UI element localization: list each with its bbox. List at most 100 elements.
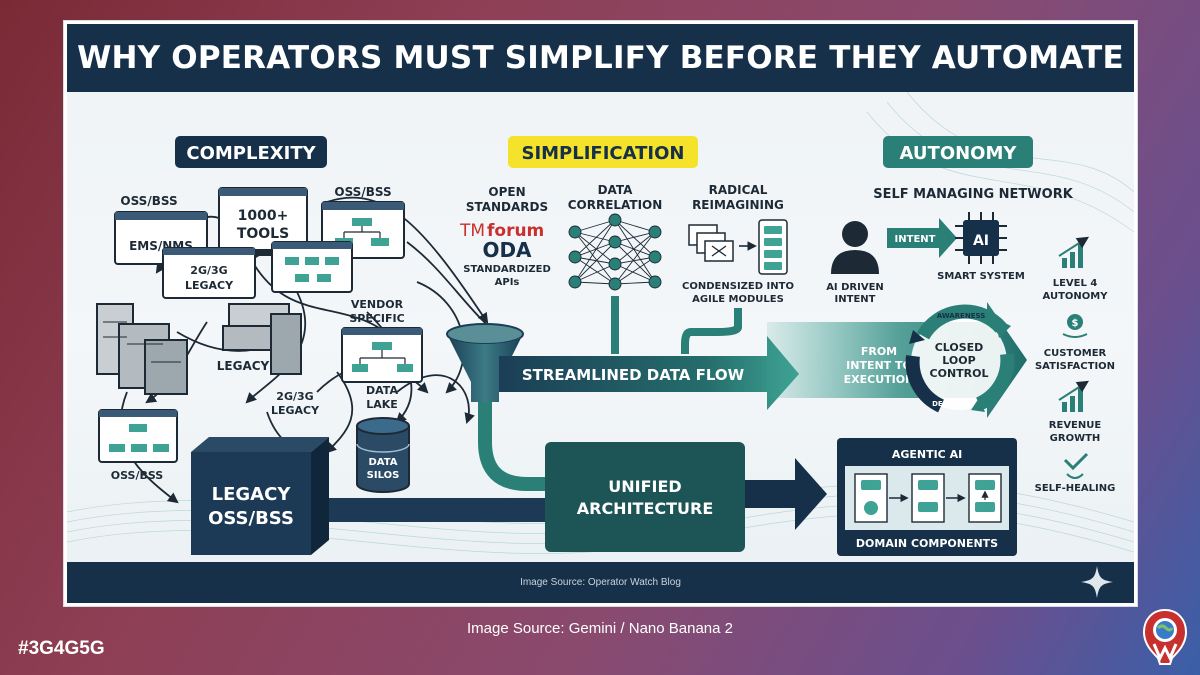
- cycle-icon: AWARENESS DECISION CLOSED LOOP CONTROL: [905, 304, 1015, 413]
- infographic-card: WHY OPERATORS MUST SIMPLIFY BEFORE THEY …: [64, 21, 1137, 606]
- svg-text:CLOSED: CLOSED: [935, 341, 984, 354]
- footer-source: Image Source: Operator Watch Blog: [520, 577, 681, 588]
- svg-text:AGENTIC AI: AGENTIC AI: [892, 448, 962, 461]
- svg-text:LEGACY: LEGACY: [212, 484, 292, 505]
- svg-text:OSS/BSS: OSS/BSS: [208, 508, 294, 529]
- svg-text:COMPLEXITY: COMPLEXITY: [186, 143, 316, 164]
- label-from-1: FROM: [861, 345, 897, 358]
- label-data-corr-1: DATA: [598, 183, 634, 197]
- label-level-1: LEVEL 4: [1053, 278, 1098, 289]
- label-customer-2: SATISFACTION: [1035, 361, 1115, 372]
- heading-simplification: SIMPLIFICATION: [508, 136, 698, 168]
- svg-text:forum: forum: [487, 221, 544, 241]
- feed-pipes: [611, 296, 742, 354]
- modules-icon: [688, 219, 788, 275]
- sparkle-icon: [1081, 566, 1113, 598]
- label-oss-bss-top-right: OSS/BSS: [334, 185, 391, 199]
- monitor-icon: 1000+ TOOLS: [218, 187, 308, 256]
- label-level-2: AUTONOMY: [1043, 291, 1109, 302]
- label-revenue-1: REVENUE: [1049, 420, 1102, 431]
- label-from-3: EXECUTION: [844, 373, 915, 386]
- streamlined-flow-arrow: STREAMLINED DATA FLOW: [499, 336, 799, 410]
- svg-text:STREAMLINED DATA FLOW: STREAMLINED DATA FLOW: [522, 366, 745, 384]
- monitor-icon: 2G/3G LEGACY: [162, 247, 256, 299]
- agentic-ai-panel: AGENTIC AI DOMAIN COMPONENTS: [837, 438, 1017, 556]
- svg-text:TOOLS: TOOLS: [237, 226, 289, 242]
- neural-network-icon: [568, 213, 662, 291]
- svg-text:SILOS: SILOS: [367, 470, 400, 481]
- label-2g3g-legacy-mid-1: 2G/3G: [276, 390, 313, 403]
- heading-autonomy: AUTONOMY: [883, 136, 1033, 168]
- label-self-healing: SELF-HEALING: [1035, 483, 1116, 494]
- monitor-icon: [271, 241, 353, 293]
- svg-text:DECISION: DECISION: [932, 400, 970, 408]
- svg-text:AI: AI: [973, 233, 989, 249]
- label-data-corr-2: CORRELATION: [568, 198, 663, 212]
- svg-text:TM: TM: [459, 221, 485, 241]
- svg-text:UNIFIED: UNIFIED: [608, 477, 681, 496]
- label-open-1: OPEN: [488, 185, 525, 199]
- label-radical-2: REIMAGINING: [692, 198, 784, 212]
- ai-chip-icon: AI: [955, 212, 1007, 264]
- label-customer-1: CUSTOMER: [1044, 348, 1107, 359]
- database-icon: DATA SILOS: [356, 417, 410, 493]
- label-data-lake-1: DATA: [366, 384, 398, 397]
- label-2g3g-legacy-mid-2: LEGACY: [271, 404, 320, 417]
- svg-text:AUTONOMY: AUTONOMY: [900, 143, 1018, 164]
- label-vendor-1: VENDOR: [351, 298, 404, 311]
- svg-text:SIMPLIFICATION: SIMPLIFICATION: [521, 143, 684, 164]
- unified-to-agentic-arrow: [745, 458, 827, 530]
- person-icon: [831, 221, 879, 274]
- healing-icon: [1063, 452, 1089, 479]
- label-smart-system: SMART SYSTEM: [937, 271, 1025, 282]
- svg-text:$: $: [1072, 318, 1079, 329]
- svg-text:DATA: DATA: [368, 457, 397, 468]
- diagram: COMPLEXITY SIMPLIFICATION AUTONOMY: [67, 92, 1134, 556]
- label-oss-bss-top-left: OSS/BSS: [120, 194, 177, 208]
- heading-complexity: COMPLEXITY: [175, 136, 327, 168]
- label-from-2: INTENT TO: [846, 359, 912, 372]
- label-oss-bss-bottom: OSS/BSS: [111, 469, 164, 482]
- title-bar: WHY OPERATORS MUST SIMPLIFY BEFORE THEY …: [67, 24, 1134, 92]
- svg-text:ARCHITECTURE: ARCHITECTURE: [577, 499, 714, 518]
- label-legacy: LEGACY: [217, 359, 270, 373]
- label-std-2: APIs: [495, 277, 520, 288]
- svg-text:ODA: ODA: [482, 238, 532, 262]
- server-icon: [96, 303, 188, 395]
- svg-text:INTENT: INTENT: [895, 234, 936, 245]
- growth-chart-icon: [1058, 380, 1090, 412]
- label-vendor-2: SPECIFIC: [349, 312, 404, 325]
- label-self-managing: SELF MANAGING NETWORK: [873, 187, 1073, 202]
- label-ai-driven-1: AI DRIVEN: [826, 282, 884, 293]
- monitor-icon: [98, 409, 178, 463]
- image-caption: Image Source: Gemini / Nano Banana 2: [467, 620, 733, 637]
- page-title: WHY OPERATORS MUST SIMPLIFY BEFORE THEY …: [77, 40, 1124, 76]
- svg-text:DOMAIN COMPONENTS: DOMAIN COMPONENTS: [856, 537, 998, 550]
- server-icon: [222, 303, 302, 375]
- money-icon: $: [1062, 314, 1088, 338]
- funnel-icon: [446, 323, 524, 402]
- hashtag: #3G4G5G: [18, 638, 105, 659]
- svg-text:2G/3G: 2G/3G: [190, 264, 227, 277]
- svg-text:AWARENESS: AWARENESS: [937, 312, 986, 320]
- legacy-to-unified-arrow: [329, 498, 545, 522]
- funnel-drain: [478, 402, 547, 491]
- label-std-1: STANDARDIZED: [463, 264, 551, 275]
- label-data-lake-2: LAKE: [366, 398, 398, 411]
- label-revenue-2: GROWTH: [1050, 433, 1101, 444]
- logo-icon: [1142, 608, 1188, 665]
- label-open-2: STANDARDS: [466, 200, 548, 214]
- svg-text:1000+: 1000+: [238, 208, 289, 224]
- label-radical-1: RADICAL: [709, 183, 768, 197]
- infographic-canvas: WHY OPERATORS MUST SIMPLIFY BEFORE THEY …: [67, 24, 1134, 603]
- label-ai-driven-2: INTENT: [835, 294, 876, 305]
- footer-bar: Image Source: Operator Watch Blog: [67, 562, 1134, 603]
- legacy-oss-bss-box: LEGACY OSS/BSS: [191, 437, 329, 555]
- label-condensed-1: CONDENSIZED INTO: [682, 281, 794, 292]
- tmforum-logo: TM forum ODA: [459, 221, 544, 262]
- unified-architecture-box: UNIFIED ARCHITECTURE: [545, 442, 745, 552]
- growth-chart-icon: [1058, 236, 1090, 268]
- monitor-icon: [341, 327, 423, 383]
- intent-arrow: INTENT: [887, 218, 957, 258]
- svg-text:LEGACY: LEGACY: [185, 279, 234, 292]
